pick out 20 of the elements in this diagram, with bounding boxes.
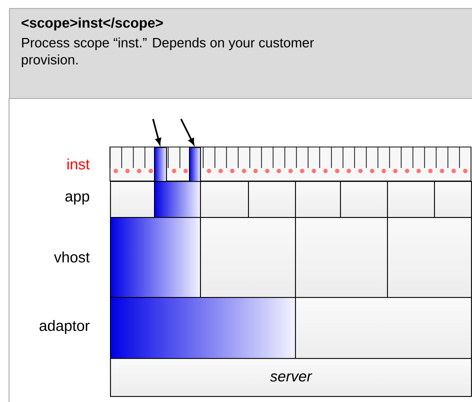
header-box: <scope>inst</scope> Process scope “inst.” Depends on your customer provision.	[9, 8, 472, 99]
row-label: app	[65, 193, 90, 205]
inst-cell	[154, 147, 167, 182]
grid-cell	[110, 297, 296, 359]
grid-cell	[434, 181, 472, 218]
arrow	[152, 118, 162, 145]
inst-cell	[189, 147, 201, 182]
grid-cell	[200, 181, 249, 218]
row-label: adaptor	[40, 320, 90, 334]
grid-cell	[110, 181, 155, 218]
grid-cell	[295, 181, 341, 218]
row-label: inst	[67, 158, 90, 170]
row-label: vhost	[54, 252, 90, 262]
arrow	[180, 118, 194, 145]
server-box: server	[110, 358, 472, 397]
grid-cell	[295, 297, 472, 359]
grid-cell	[154, 181, 201, 218]
grid-cell	[248, 181, 296, 218]
grid-cell	[387, 181, 435, 218]
grid-cell	[340, 181, 388, 218]
